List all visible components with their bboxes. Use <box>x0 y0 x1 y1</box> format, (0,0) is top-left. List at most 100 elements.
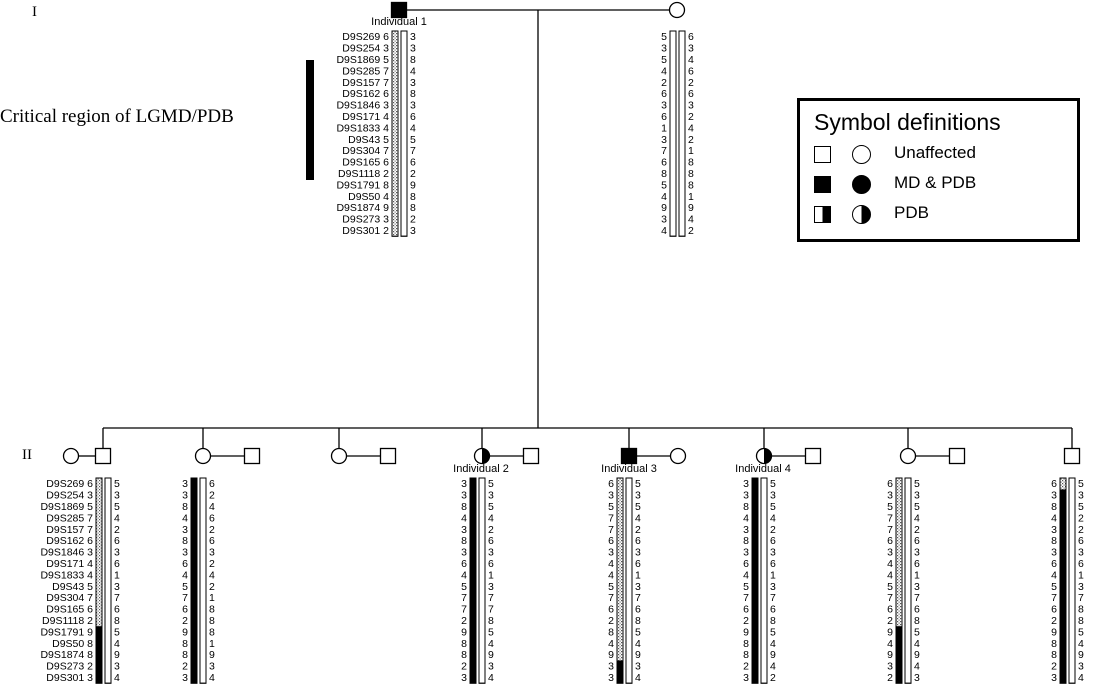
allele-label: 2 <box>1078 512 1084 524</box>
haplotype-bar-outline <box>895 477 903 684</box>
allele-label: 3 <box>770 547 776 559</box>
allele-label: 8 <box>209 604 215 616</box>
legend-title: Symbol definitions <box>814 109 1001 135</box>
allele-label: 4 <box>114 512 120 524</box>
allele-label: 7 <box>461 592 467 604</box>
allele-label: 9 <box>743 626 749 638</box>
allele-label: 6 <box>635 535 641 547</box>
allele-label: 5 <box>488 626 494 638</box>
allele-label: 3 <box>914 672 920 684</box>
allele-label: 5 <box>1078 626 1084 638</box>
pedigree-lines <box>79 9 1073 457</box>
allele-label: 4 <box>608 558 614 570</box>
allele-label: 5 <box>661 31 667 43</box>
allele-label: 3 <box>182 547 188 559</box>
marker-allele-label: D9S162 6 <box>46 535 93 547</box>
allele-label: 5 <box>770 478 776 490</box>
marker-allele-label: D9S273 3 <box>342 214 389 226</box>
allele-label: 3 <box>410 225 416 237</box>
allele-label: 4 <box>635 672 641 684</box>
allele-label: 3 <box>661 43 667 55</box>
allele-label: 2 <box>608 615 614 627</box>
marker-allele-label: D9S1118 2 <box>42 615 93 627</box>
haplotype-segment <box>96 478 102 627</box>
allele-label: 6 <box>1078 558 1084 570</box>
allele-label: 8 <box>461 535 467 547</box>
allele-label: 5 <box>182 581 188 593</box>
allele-label: 5 <box>661 54 667 66</box>
allele-label: 3 <box>661 134 667 146</box>
marker-allele-label: D9S157 7 <box>342 77 389 89</box>
allele-label: 7 <box>887 592 893 604</box>
marker-allele-label: D9S43 5 <box>348 134 389 146</box>
allele-label: 6 <box>1078 535 1084 547</box>
allele-label: 2 <box>209 558 215 570</box>
allele-label: 6 <box>209 478 215 490</box>
open-square-icon <box>814 146 831 163</box>
haplotype-bar-outline <box>1068 477 1076 684</box>
allele-label: 9 <box>887 649 893 661</box>
allele-label: 6 <box>661 88 667 100</box>
allele-label: 6 <box>1051 604 1057 616</box>
allele-label: 4 <box>661 65 667 77</box>
allele-label: 3 <box>635 661 641 673</box>
marker-allele-label: D9S269 6 <box>46 478 93 490</box>
haplotype-bar-outline <box>760 477 768 684</box>
critical-region-bar <box>306 60 314 180</box>
allele-label: 2 <box>1051 661 1057 673</box>
marker-allele-label: D9S50 4 <box>348 191 389 203</box>
allele-label: 7 <box>608 524 614 536</box>
allele-label: 3 <box>410 77 416 89</box>
allele-label: 8 <box>114 615 120 627</box>
allele-label: 9 <box>770 649 776 661</box>
allele-label: 7 <box>770 592 776 604</box>
allele-label: 9 <box>461 626 467 638</box>
allele-label: 3 <box>1078 490 1084 502</box>
allele-label: 6 <box>770 558 776 570</box>
allele-label: 9 <box>488 649 494 661</box>
allele-label: 4 <box>114 638 120 650</box>
spouse-symbol <box>804 447 822 465</box>
allele-label: 4 <box>209 672 215 684</box>
haplotype-bar <box>400 30 408 237</box>
allele-label: 9 <box>887 626 893 638</box>
allele-label: 4 <box>1051 569 1057 581</box>
allele-label: 5 <box>1078 478 1084 490</box>
allele-label: 3 <box>1051 672 1057 684</box>
generation-label-II: II <box>22 447 32 463</box>
allele-label: 6 <box>743 558 749 570</box>
allele-label: 6 <box>914 558 920 570</box>
allele-label: 5 <box>914 478 920 490</box>
allele-label: 5 <box>635 478 641 490</box>
allele-label: 1 <box>209 638 215 650</box>
allele-label: 4 <box>635 512 641 524</box>
allele-label: 5 <box>114 501 120 513</box>
allele-label: 8 <box>1051 535 1057 547</box>
allele-label: 2 <box>635 524 641 536</box>
allele-label: 3 <box>661 214 667 226</box>
critical-region-label: Critical region of LGMD/PDB <box>0 106 234 127</box>
allele-label: 8 <box>461 638 467 650</box>
allele-label: 2 <box>661 77 667 89</box>
sibling-symbol <box>194 447 212 465</box>
haplotype-bar-outline <box>478 477 486 684</box>
allele-label: 4 <box>1078 638 1084 650</box>
haplotype-bar <box>199 477 207 684</box>
allele-label: 5 <box>743 581 749 593</box>
allele-label: 3 <box>914 581 920 593</box>
allele-label: 2 <box>209 581 215 593</box>
haplotype-segment <box>96 626 102 684</box>
allele-label: 6 <box>635 558 641 570</box>
marker-allele-label: D9S1833 4 <box>336 122 389 134</box>
allele-label: 4 <box>488 638 494 650</box>
haplotype-bar <box>478 477 486 684</box>
marker-allele-label: D9S1791 8 <box>336 179 389 191</box>
allele-label: 2 <box>688 225 694 237</box>
allele-label: 9 <box>182 626 188 638</box>
allele-label: 8 <box>488 615 494 627</box>
allele-label: 6 <box>182 558 188 570</box>
haplotype-bar <box>760 477 768 684</box>
allele-label: 8 <box>688 157 694 169</box>
allele-label: 5 <box>635 626 641 638</box>
allele-label: 1 <box>1078 569 1084 581</box>
